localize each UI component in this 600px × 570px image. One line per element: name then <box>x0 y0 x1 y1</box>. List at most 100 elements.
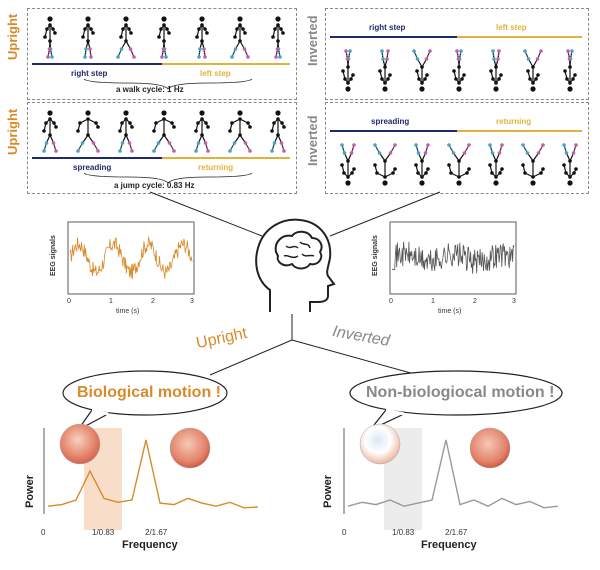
joint <box>232 141 237 145</box>
joint <box>382 86 388 92</box>
upright-jump-figures <box>32 110 290 184</box>
joint <box>86 23 90 27</box>
joint <box>237 110 243 116</box>
joint <box>154 121 158 125</box>
joint <box>426 167 430 171</box>
stick-figure <box>157 16 171 59</box>
joint <box>490 171 494 175</box>
joint <box>156 141 161 145</box>
trail-left <box>231 48 236 58</box>
stick-figure <box>489 49 503 92</box>
trail-left <box>271 142 275 152</box>
joint <box>128 47 133 51</box>
joint <box>393 167 397 171</box>
joint <box>449 171 453 175</box>
joint <box>47 16 53 22</box>
trail-right <box>89 48 92 58</box>
upright-jump-seg-left: spreading <box>73 163 112 172</box>
stick-figure <box>340 143 356 186</box>
trail-right <box>161 48 164 58</box>
joint <box>54 125 58 129</box>
eeg-inverted-tick-3: 3 <box>512 298 516 305</box>
joint <box>346 81 350 85</box>
joint <box>280 121 284 125</box>
joint <box>342 171 346 175</box>
eeg-inverted-ylabel: EEG signals <box>372 235 379 276</box>
trail-right <box>245 142 251 152</box>
joint <box>457 175 461 179</box>
joint <box>539 171 543 175</box>
trail-right <box>425 144 429 154</box>
trail-left <box>492 50 495 60</box>
stick-figure <box>562 143 578 186</box>
trail-right <box>169 142 175 152</box>
joint <box>562 163 566 167</box>
joint <box>383 175 387 179</box>
joint <box>243 31 247 35</box>
joint <box>489 69 493 73</box>
joint <box>350 171 354 175</box>
joint <box>523 171 527 175</box>
joint <box>233 35 237 39</box>
eeg-inverted-tick-1: 1 <box>431 298 435 305</box>
spectrum-inverted-tick-1: 1/0.83 <box>392 528 415 537</box>
joint <box>386 77 390 81</box>
joint <box>195 35 199 39</box>
trail-right <box>345 50 348 60</box>
joint <box>200 117 204 121</box>
joint <box>346 65 350 69</box>
trail-left <box>374 144 380 154</box>
eeg-line <box>391 241 515 274</box>
joint <box>170 121 174 125</box>
joint <box>420 81 424 85</box>
joint <box>243 141 248 145</box>
joint <box>162 39 166 43</box>
trail-left <box>348 50 351 60</box>
eeg-upright-ylabel: EEG signals <box>50 235 57 276</box>
stick-figure <box>228 110 252 153</box>
joint <box>272 121 276 125</box>
stick-figure <box>341 49 355 92</box>
spectrum-upright-tick-1: 1/0.83 <box>92 528 115 537</box>
trail-right <box>205 142 209 152</box>
trail-right <box>244 48 249 58</box>
joint <box>124 133 128 137</box>
joint <box>237 16 243 22</box>
joint <box>420 159 424 163</box>
bubble-nonbiological: Non-biologiocal motion ! <box>366 384 555 401</box>
joint <box>494 65 498 69</box>
spectrum-upright-svg <box>43 423 259 530</box>
topomap-high <box>469 427 511 469</box>
head-brain-icon <box>255 218 336 312</box>
joint <box>196 121 200 125</box>
joint <box>568 175 572 179</box>
trail-right <box>499 144 503 154</box>
joint <box>44 141 49 145</box>
trail-right <box>456 50 459 60</box>
stick-figure <box>194 110 210 153</box>
joint <box>531 65 535 69</box>
spectrum-line <box>47 439 259 509</box>
joint <box>456 86 462 92</box>
joint <box>162 133 166 137</box>
inverted-walk-seg-left: right step <box>369 23 406 32</box>
brace <box>83 172 253 184</box>
joint <box>275 110 281 116</box>
joint <box>118 129 122 133</box>
trail-left <box>381 50 384 60</box>
stick-figure <box>378 49 392 92</box>
joint <box>54 149 58 153</box>
joint <box>91 31 95 35</box>
stick-figure <box>116 16 136 59</box>
trail-right <box>464 144 470 154</box>
trail-right <box>386 50 389 60</box>
joint <box>123 16 129 22</box>
joint <box>121 27 125 31</box>
joint <box>238 39 242 43</box>
joint <box>500 167 504 171</box>
joint <box>378 69 382 73</box>
upright-jump-seg-right: returning <box>198 163 234 172</box>
joint <box>48 39 52 43</box>
trail-left <box>84 48 87 58</box>
joint <box>571 77 575 81</box>
